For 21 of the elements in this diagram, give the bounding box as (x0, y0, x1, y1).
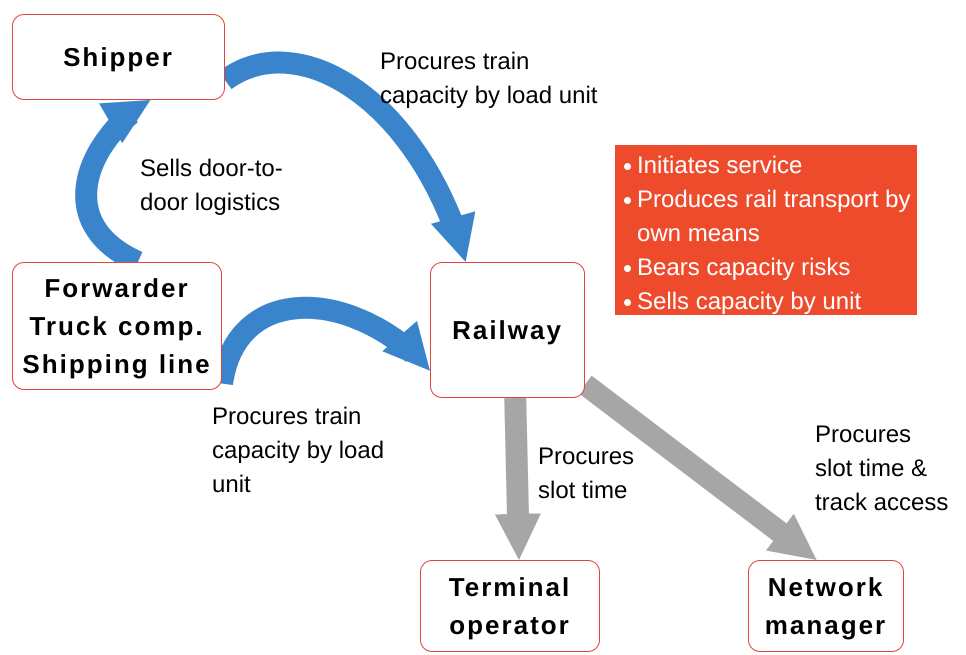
bullet-item: Produces rail transport by own means (637, 186, 910, 247)
entity-box (748, 560, 904, 652)
node-label: Railway (452, 314, 563, 347)
note-box (615, 145, 917, 315)
entity-box (12, 14, 225, 100)
bullet-item: Sells capacity by unit (637, 288, 862, 315)
bullet-item: Bears capacity risks (637, 254, 850, 281)
entity-box (12, 262, 222, 390)
edge-label: Procures train capacity by load unit (212, 402, 386, 500)
node-label: Network manager (764, 571, 888, 642)
node-label: Forwarder Truck comp. Shipping line (21, 272, 213, 381)
block-arrow (494, 398, 542, 560)
edge-label: Sells door-to-door logistics (140, 154, 284, 218)
node-label: Terminal operator (448, 571, 572, 642)
edge-label: Procures slot time & track access (815, 420, 950, 518)
bullet-item: Initiates service (637, 152, 802, 179)
edge-label: Procures slot time (538, 442, 636, 506)
edge-label: Procures train capacity by load unit (380, 47, 598, 111)
node-label: Shipper (63, 41, 174, 74)
entity-box (430, 262, 585, 398)
entity-box (420, 560, 600, 652)
